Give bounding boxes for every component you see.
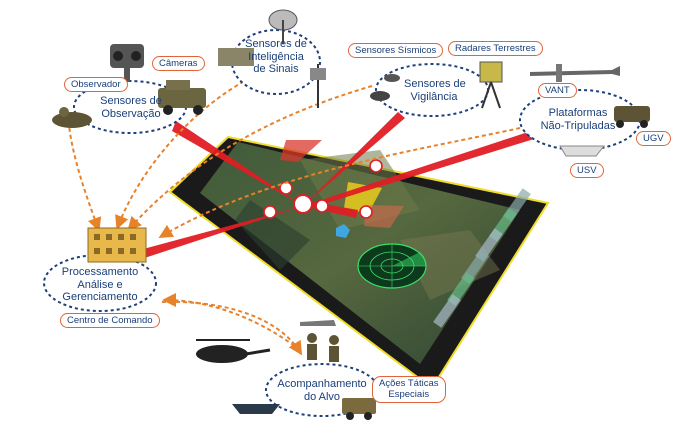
node-acompanhamento-alvo: Acompanhamento do Alvo: [276, 378, 368, 403]
node-plataformas-nao-tripuladas: Plataformas Não-Tripuladas: [530, 107, 626, 132]
patrol-boat-icon: [232, 404, 280, 414]
helicopter-icon: [196, 340, 270, 363]
node-sensores-vigilancia: Sensores de Vigilância: [404, 78, 464, 103]
tag-observador: Observador: [64, 77, 128, 92]
soldiers-icon: [307, 333, 339, 362]
node-sensores-observacao: Sensores de Observação: [96, 95, 166, 120]
tag-radares-terrestres: Radares Terrestres: [448, 41, 543, 56]
tag-sensores-sismicos: Sensores Sísmicos: [348, 43, 443, 58]
node-processamento: Processamento Análise e Gerenciamento: [56, 266, 144, 304]
tag-vant: VANT: [538, 83, 577, 98]
tag-cameras: Câmeras: [152, 56, 205, 71]
command-building-icon: [88, 228, 146, 262]
uav-icon: [530, 64, 620, 82]
tag-usv: USV: [570, 163, 604, 178]
node-sensores-inteligencia-sinais: Sensores de Inteligência de Sinais: [240, 38, 312, 76]
tag-ugv: UGV: [636, 131, 671, 146]
usv-boat-icon: [560, 146, 604, 156]
tag-acoes-taticas: Ações Táticas Especiais: [372, 376, 446, 403]
tag-centro-comando: Centro de Comando: [60, 313, 160, 328]
radar-scope: [358, 244, 426, 288]
drone-small-icon: [300, 320, 336, 326]
